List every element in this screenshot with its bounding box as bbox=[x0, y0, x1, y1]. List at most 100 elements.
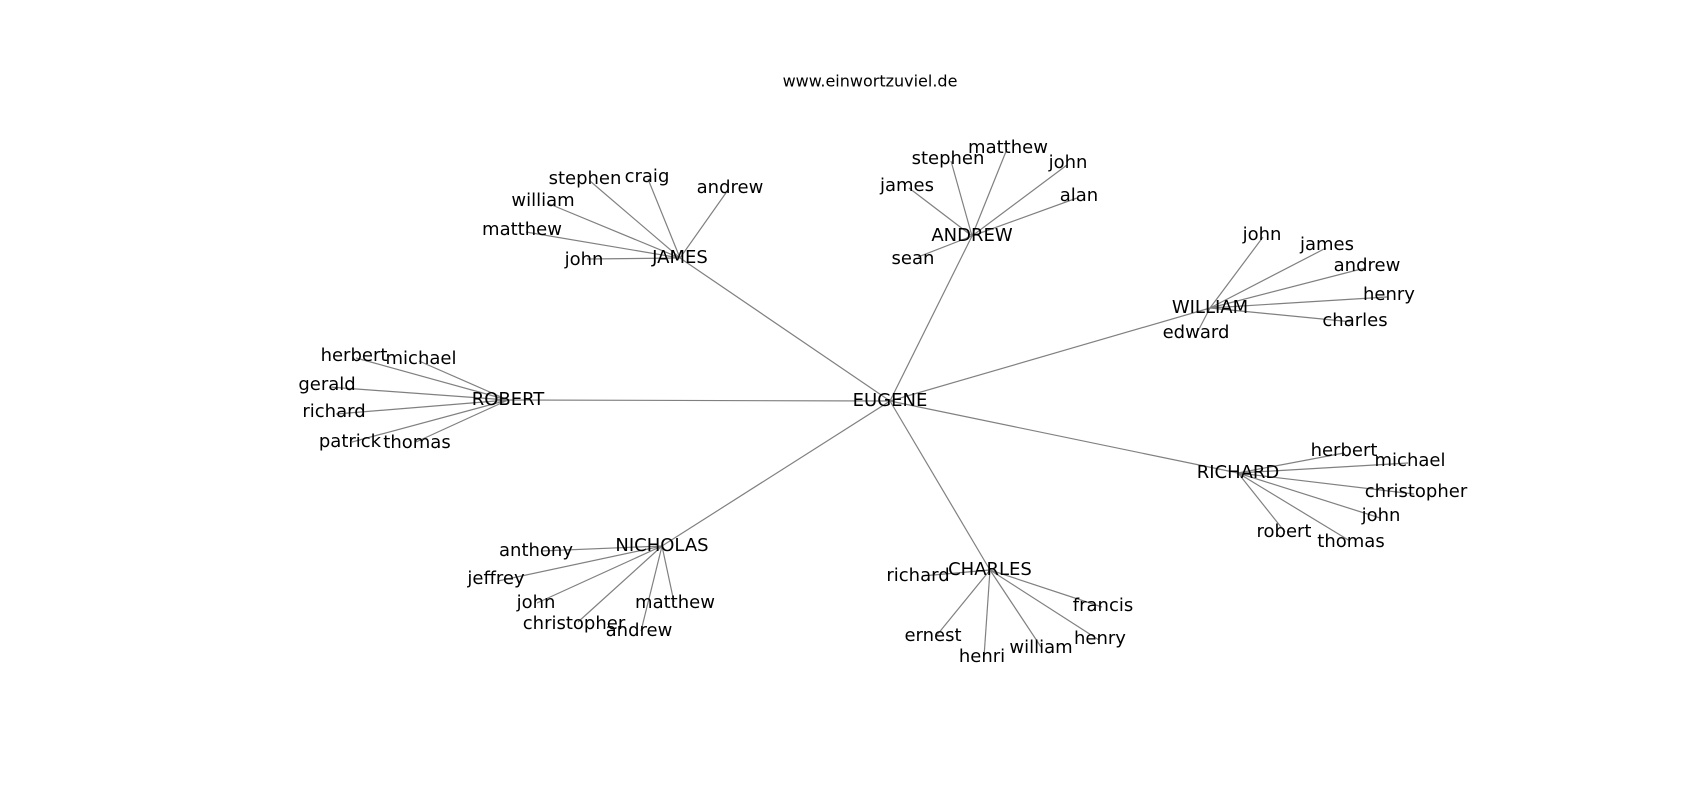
edge-nicholas-john bbox=[536, 545, 663, 604]
hub-node-label-william: WILLIAM bbox=[1172, 297, 1248, 318]
leaf-node-label-william-john: john bbox=[1242, 224, 1282, 245]
edge-nicholas-andrew bbox=[640, 545, 663, 632]
edge-william-charles bbox=[1209, 307, 1354, 323]
leaf-node-label-richard-thomas: thomas bbox=[1317, 531, 1384, 552]
leaf-node-label-william-james: james bbox=[1299, 234, 1354, 255]
edge-robert-gerald bbox=[328, 386, 509, 401]
edge-richard-michael bbox=[1237, 462, 1409, 474]
edge-charles-henry bbox=[989, 569, 1100, 641]
leaf-node-label-james-william: william bbox=[511, 190, 574, 211]
edge-andrew-john bbox=[971, 164, 1068, 237]
leaf-node-label-william-andrew: andrew bbox=[1334, 255, 1401, 276]
leaf-node-label-james-andrew: andrew bbox=[697, 177, 764, 198]
edge-andrew-james bbox=[908, 187, 973, 237]
leaf-node-label-nicholas-anthony: anthony bbox=[499, 540, 573, 561]
edge-center-james bbox=[679, 257, 891, 402]
edge-robert-herbert bbox=[355, 357, 509, 401]
edge-william-edward bbox=[1197, 307, 1211, 332]
leaf-node-label-andrew-alan: alan bbox=[1060, 185, 1098, 206]
leaf-node-label-andrew-john: john bbox=[1048, 152, 1088, 173]
edge-charles-richard bbox=[921, 569, 991, 577]
leaf-node-label-nicholas-christopher: christopher bbox=[523, 613, 626, 634]
edge-center-richard bbox=[889, 400, 1239, 474]
leaf-node-label-nicholas-matthew: matthew bbox=[635, 592, 715, 613]
leaf-node-label-william-charles: charles bbox=[1322, 310, 1387, 331]
hub-node-label-nicholas: NICHOLAS bbox=[615, 535, 708, 556]
leaf-node-label-andrew-sean: sean bbox=[892, 248, 935, 269]
edge-william-james bbox=[1209, 247, 1327, 309]
hub-node-label-charles: CHARLES bbox=[948, 559, 1032, 580]
edge-richard-robert bbox=[1237, 472, 1286, 533]
edge-james-john bbox=[586, 257, 681, 260]
leaf-node-label-james-john: john bbox=[564, 249, 604, 270]
leaf-node-label-robert-patrick: patrick bbox=[319, 431, 382, 452]
leaf-node-label-andrew-stephen: stephen bbox=[912, 148, 985, 169]
edge-charles-francis bbox=[989, 569, 1103, 608]
edge-robert-michael bbox=[418, 360, 509, 401]
watermark-text: www.einwortzuviel.de bbox=[783, 72, 958, 91]
leaf-node-label-robert-gerald: gerald bbox=[298, 374, 355, 395]
edge-richard-thomas bbox=[1237, 472, 1351, 542]
edge-james-william bbox=[546, 202, 681, 259]
edge-richard-christopher bbox=[1237, 472, 1415, 495]
leaf-node-label-james-matthew: matthew bbox=[482, 219, 562, 240]
edge-robert-thomas bbox=[415, 399, 509, 443]
leaf-node-label-robert-michael: michael bbox=[386, 348, 457, 369]
edge-nicholas-matthew bbox=[661, 545, 675, 603]
edge-richard-herbert bbox=[1237, 452, 1345, 474]
hub-node-label-robert: ROBERT bbox=[472, 389, 546, 410]
leaf-node-label-charles-richard: richard bbox=[886, 565, 949, 586]
leaf-node-label-james-stephen: stephen bbox=[549, 168, 622, 189]
leaf-node-label-william-henry: henry bbox=[1363, 284, 1415, 305]
edge-nicholas-christopher bbox=[577, 545, 663, 623]
center-node-label: EUGENE bbox=[853, 390, 928, 411]
edge-andrew-alan bbox=[971, 197, 1078, 237]
leaf-node-label-charles-henri: henri bbox=[959, 646, 1005, 667]
leaf-node-label-robert-herbert: herbert bbox=[321, 345, 388, 366]
leaf-node-label-james-craig: craig bbox=[625, 166, 670, 187]
edge-andrew-matthew bbox=[971, 148, 1008, 237]
leaf-node-label-william-edward: edward bbox=[1163, 322, 1230, 343]
leaf-node-label-nicholas-john: john bbox=[516, 592, 556, 613]
leaf-node-label-richard-robert: robert bbox=[1257, 521, 1312, 542]
hub-node-label-richard: RICHARD bbox=[1197, 462, 1280, 483]
edge-james-matthew bbox=[525, 231, 681, 259]
leaf-node-label-richard-john: john bbox=[1361, 505, 1401, 526]
leaf-node-label-charles-henry: henry bbox=[1074, 628, 1126, 649]
edge-robert-richard bbox=[335, 399, 509, 415]
edge-center-charles bbox=[889, 400, 991, 571]
edge-charles-william bbox=[989, 569, 1042, 648]
edge-nicholas-jeffrey bbox=[497, 545, 663, 582]
edge-william-henry bbox=[1209, 296, 1388, 309]
edges-layer bbox=[328, 148, 1415, 658]
hub-node-label-james: JAMES bbox=[651, 247, 708, 268]
leaf-node-label-andrew-matthew: matthew bbox=[968, 137, 1048, 158]
edge-center-william bbox=[889, 307, 1211, 402]
leaf-node-label-nicholas-jeffrey: jeffrey bbox=[466, 568, 525, 589]
leaf-node-label-nicholas-andrew: andrew bbox=[606, 620, 673, 641]
edge-center-andrew bbox=[889, 235, 973, 402]
edge-james-andrew bbox=[679, 189, 729, 259]
leaf-node-label-richard-christopher: christopher bbox=[1365, 481, 1468, 502]
leaf-node-label-charles-francis: francis bbox=[1073, 595, 1133, 616]
leaf-node-label-robert-richard: richard bbox=[302, 401, 365, 422]
edge-robert-patrick bbox=[351, 399, 509, 443]
edge-center-nicholas bbox=[661, 400, 891, 547]
edge-richard-john bbox=[1237, 472, 1381, 519]
leaf-node-label-andrew-james: james bbox=[879, 175, 934, 196]
edge-james-stephen bbox=[589, 180, 681, 259]
leaf-node-label-charles-ernest: ernest bbox=[904, 625, 961, 646]
leaf-node-label-charles-william: william bbox=[1009, 637, 1072, 658]
hub-node-label-andrew: ANDREW bbox=[931, 225, 1013, 246]
edge-nicholas-anthony bbox=[540, 545, 663, 552]
edge-andrew-stephen bbox=[950, 160, 973, 237]
edge-william-andrew bbox=[1209, 267, 1366, 309]
edge-charles-henri bbox=[983, 569, 991, 658]
leaf-node-label-richard-michael: michael bbox=[1375, 450, 1446, 471]
edge-center-robert bbox=[507, 399, 891, 402]
edge-andrew-sean bbox=[917, 235, 973, 258]
leaf-node-label-richard-herbert: herbert bbox=[1311, 440, 1378, 461]
leaf-node-label-robert-thomas: thomas bbox=[383, 432, 450, 453]
